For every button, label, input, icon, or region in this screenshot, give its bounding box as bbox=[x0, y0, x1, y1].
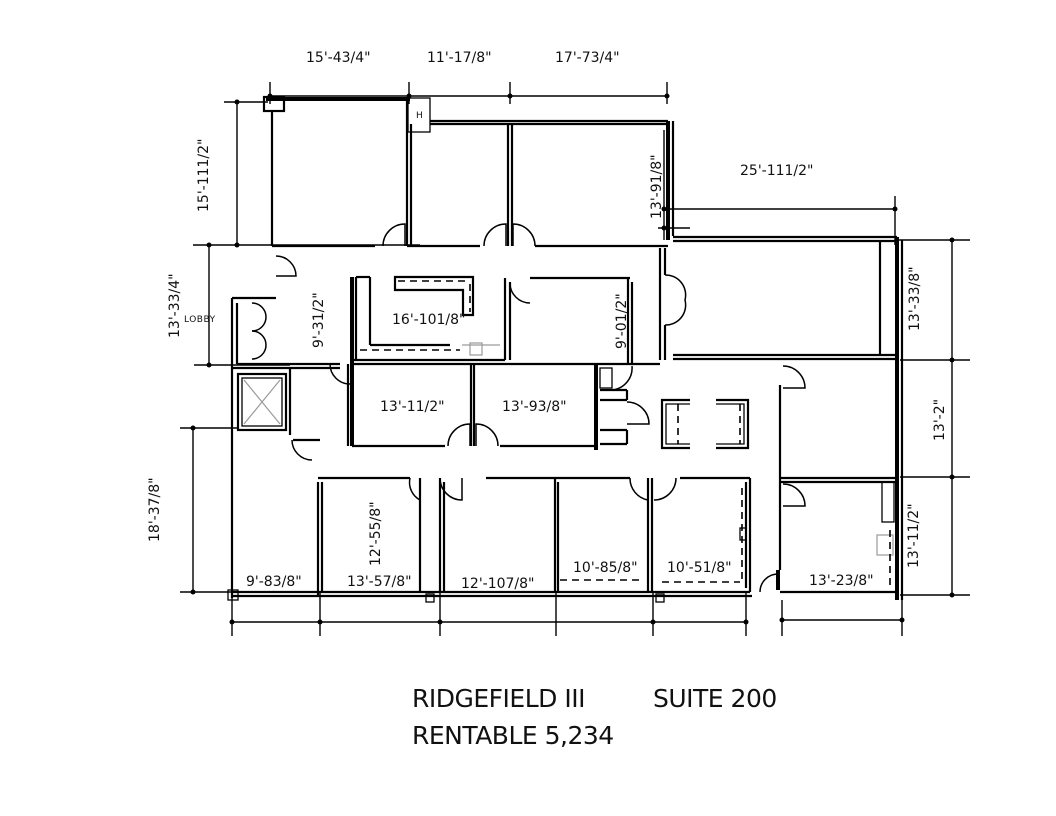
room-bottom-13-2: 13'-23/8" bbox=[809, 573, 874, 589]
dim-top-1: 15'-43/4" bbox=[306, 50, 371, 66]
room-reception: 16'-101/8" bbox=[392, 312, 466, 328]
walls: H bbox=[227, 95, 904, 603]
room-bottom-12-10: 12'-107/8" bbox=[461, 576, 535, 592]
rentable-area: RENTABLE 5,234 bbox=[412, 721, 614, 750]
doors bbox=[251, 223, 806, 593]
dim-right-13-3: 13'-33/8" bbox=[907, 266, 923, 331]
suite-number: SUITE 200 bbox=[653, 684, 777, 713]
dim-right-13-2: 13'-2" bbox=[932, 399, 948, 441]
room-lobby: LOBBY bbox=[184, 315, 216, 325]
room-lobby-depth: 9'-31/2" bbox=[311, 292, 327, 348]
dim-left-lower: 18'-37/8" bbox=[147, 477, 163, 542]
room-bottom-12-5: 12'-55/8" bbox=[368, 501, 384, 566]
dim-top-3: 17'-73/4" bbox=[555, 50, 620, 66]
room-bottom-13-5: 13'-57/8" bbox=[347, 574, 412, 590]
room-bottom-10-8: 10'-85/8" bbox=[573, 560, 638, 576]
dimension-labels: 15'-43/4" 11'-17/8" 17'-73/4" 15'-111/2"… bbox=[147, 50, 948, 568]
room-bottom-9-8: 9'-83/8" bbox=[246, 574, 302, 590]
dim-right-wing: 25'-111/2" bbox=[740, 163, 814, 179]
dim-top-2: 11'-17/8" bbox=[427, 50, 492, 66]
building-name: RIDGEFIELD III bbox=[412, 684, 585, 713]
room-office-13-9: 13'-93/8" bbox=[502, 399, 567, 415]
room-office-9: 9'-01/2" bbox=[614, 293, 630, 349]
room-labels: LOBBY 9'-31/2" 16'-101/8" 9'-01/2" 13'-1… bbox=[184, 292, 874, 592]
dim-right-13-9: 13'-91/8" bbox=[649, 154, 665, 219]
room-office-13-1: 13'-11/2" bbox=[380, 399, 445, 415]
dim-right-13-1: 13'-11/2" bbox=[906, 503, 922, 568]
dim-left-lobby: 13'-33/4" bbox=[167, 273, 183, 338]
dim-left-upper: 15'-111/2" bbox=[196, 139, 212, 213]
room-bottom-10-5: 10'-51/8" bbox=[667, 560, 732, 576]
hvac-symbol: H bbox=[416, 111, 423, 121]
